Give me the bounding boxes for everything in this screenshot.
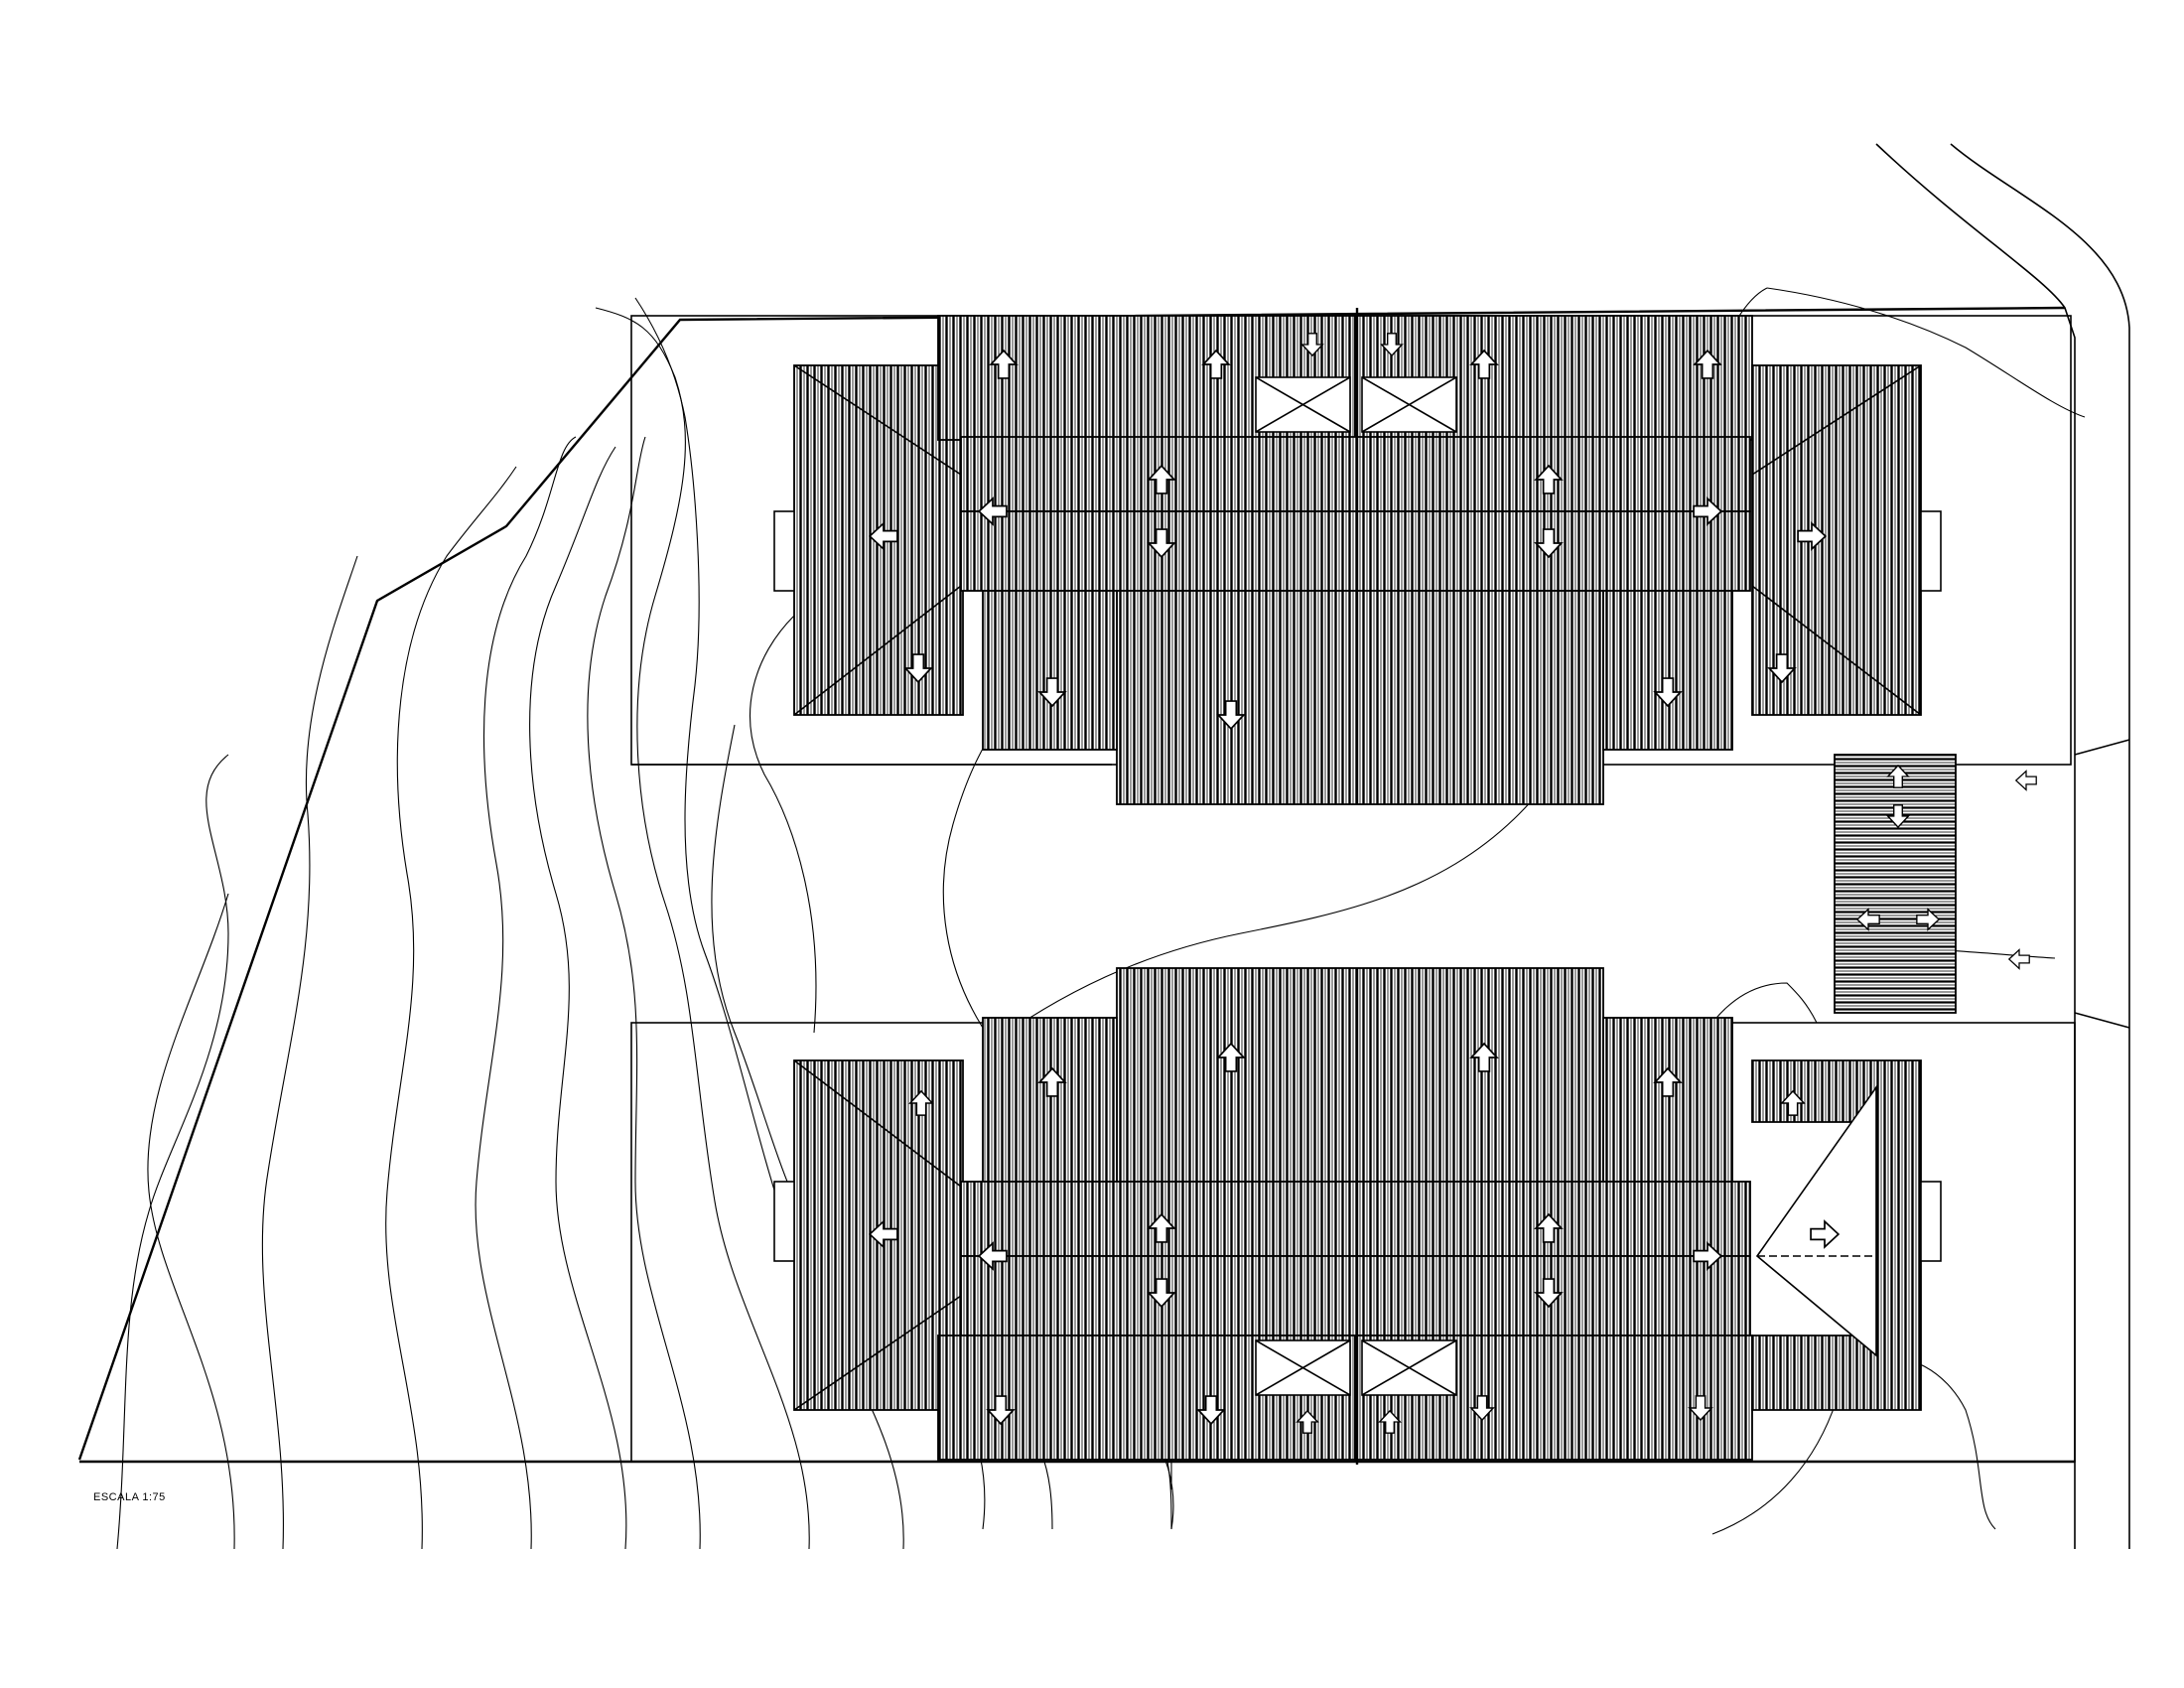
north-house-block <box>773 308 1942 805</box>
entry-arrow-icon <box>2008 948 2030 970</box>
scale-label: ESCALA 1:75 <box>93 1491 166 1503</box>
south-house-block <box>773 967 1942 1465</box>
entry-arrow-icon <box>2015 770 2037 791</box>
access-walkway <box>1834 754 2037 1014</box>
road <box>1875 143 2130 1549</box>
